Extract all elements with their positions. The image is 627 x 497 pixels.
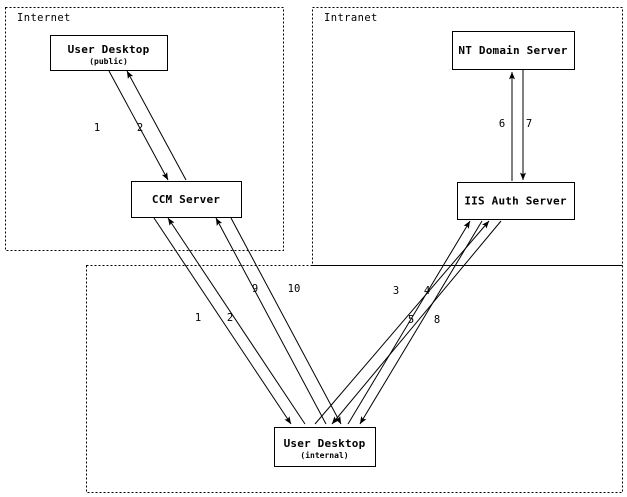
flow-arrow-step-9-user-desktop-internal-to-ccm-server <box>215 217 327 425</box>
flow-step-label-1: 1 <box>94 122 100 134</box>
node-box-user-desktop-public[interactable] <box>49 34 169 72</box>
flow-step-label-10: 10 <box>288 283 301 295</box>
zone-labels-group: Internet Intranet <box>17 12 378 24</box>
zone-label-intranet: Intranet <box>324 12 378 24</box>
flow-step-label-5: 5 <box>408 314 414 326</box>
node-box-nt-domain-server[interactable] <box>451 30 576 71</box>
flow-arrow-step-2-user-desktop-internal-to-ccm-server <box>167 217 306 425</box>
node-box-user-desktop-internal[interactable] <box>273 426 377 468</box>
node-box-iis-auth-server[interactable] <box>456 181 576 221</box>
node-subtitle-user-desktop-internal: (internal) <box>300 450 348 460</box>
node-ccm-server[interactable]: CCM Server <box>130 180 243 219</box>
flow-arrow-step-5-user-desktop-internal-to-iis-auth-server <box>314 220 490 425</box>
node-title-user-desktop-public: User Desktop <box>68 43 150 56</box>
flow-arrows-group <box>108 70 526 425</box>
flow-step-label-9: 9 <box>252 283 258 295</box>
node-subtitle-user-desktop-public: (public) <box>89 56 128 66</box>
flow-arrow-step-4-iis-auth-server-to-user-desktop-internal <box>359 220 483 425</box>
zone-boundary-internal-lan <box>86 265 623 493</box>
flow-step-label-8: 8 <box>434 314 440 326</box>
zone-boundaries-group <box>5 7 623 493</box>
flow-arrow-step-1-user-desktop-public-to-ccm-server <box>108 70 169 181</box>
node-title-iis-auth-server: IIS Auth Server <box>464 195 567 208</box>
node-iis-auth-server[interactable]: IIS Auth Server <box>456 181 576 221</box>
flow-step-label-6: 6 <box>499 118 505 130</box>
zone-label-internet: Internet <box>17 12 71 24</box>
flow-step-label-2: 2 <box>227 312 233 324</box>
zone-boundary-internet <box>5 7 284 251</box>
node-user-desktop-internal[interactable]: User Desktop(internal) <box>273 426 377 468</box>
flow-step-label-3: 3 <box>393 285 399 297</box>
flow-step-label-4: 4 <box>424 285 430 297</box>
flow-arrow-step-2-ccm-server-to-user-desktop-public <box>126 70 187 181</box>
node-box-ccm-server[interactable] <box>130 180 243 219</box>
node-title-ccm-server: CCM Server <box>152 193 220 206</box>
node-title-user-desktop-internal: User Desktop <box>284 437 366 450</box>
node-title-nt-domain-server: NT Domain Server <box>458 44 567 57</box>
flow-arrow-step-3-user-desktop-internal-to-iis-auth-server <box>347 220 471 425</box>
flow-arrow-step-8-iis-auth-server-to-user-desktop-internal <box>331 220 502 425</box>
flow-step-label-1: 1 <box>195 312 201 324</box>
flow-arrow-step-10-ccm-server-to-user-desktop-internal <box>230 217 342 425</box>
flow-step-label-2: 2 <box>137 122 143 134</box>
node-user-desktop-public[interactable]: User Desktop(public) <box>49 34 169 72</box>
flow-step-label-7: 7 <box>526 118 532 130</box>
flow-step-labels-group: 1 2 1 2 9 10 3 4 5 8 6 7 <box>94 118 532 326</box>
node-nt-domain-server[interactable]: NT Domain Server <box>451 30 576 71</box>
flow-arrow-step-1-ccm-server-to-user-desktop-internal <box>153 217 292 425</box>
